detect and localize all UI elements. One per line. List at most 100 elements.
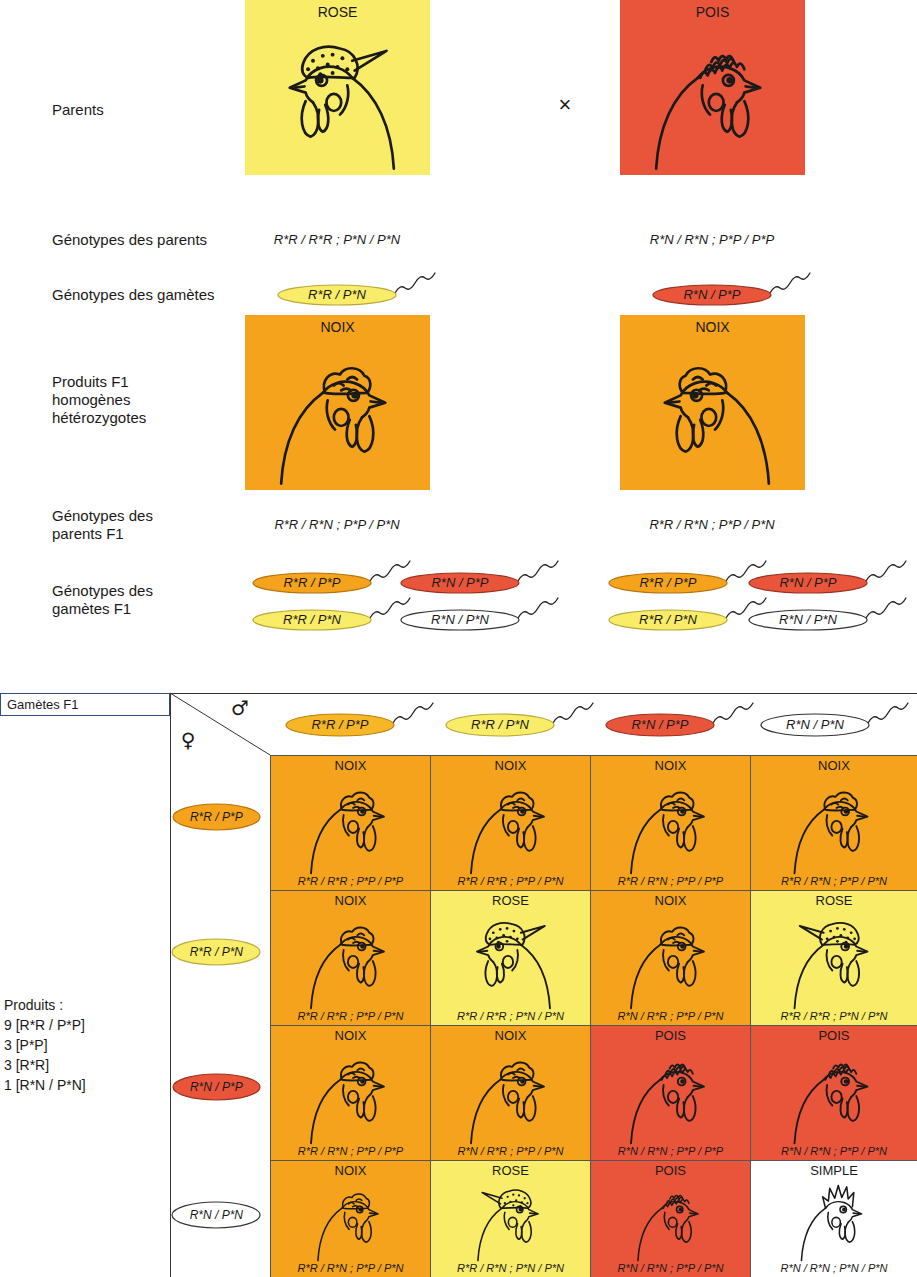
gamete-tail <box>868 703 908 723</box>
gamete-tail <box>553 703 593 723</box>
genotype-text: R*R / R*N ; P*P / P*N <box>298 1262 404 1275</box>
row-label: Génotypes des gamètes <box>52 286 215 304</box>
comb-noix <box>665 368 769 483</box>
comb-noix <box>311 792 384 873</box>
gamete-ellipse: R*N / P*N <box>400 609 520 631</box>
genotype-text: R*R / R*R ; P*P / P*N <box>458 875 564 888</box>
rooster-head <box>665 368 769 483</box>
rooster-head-drawing <box>271 772 430 875</box>
phenotype-name: POIS <box>696 4 729 21</box>
f1-box: NOIX <box>620 315 805 490</box>
gamete-ellipse: R*N / P*P <box>605 713 715 737</box>
comb-simple <box>801 1186 861 1261</box>
genotype-text: R*R / R*R ; P*P / P*N <box>298 1010 404 1023</box>
gamete-tail <box>370 598 410 618</box>
rooster-head-drawing <box>751 1042 917 1145</box>
gamete-shape <box>172 939 260 965</box>
rooster-head-drawing <box>431 1177 590 1262</box>
gamete-shape <box>609 573 727 593</box>
rooster-head-drawing <box>431 772 590 875</box>
phenotype-name: NOIX <box>320 319 354 336</box>
table-cell: POIS R*N / R*N ; P*P / P*P <box>590 1025 751 1161</box>
gamete-ellipse: R*N / P*P <box>748 572 868 594</box>
gamete-ellipse: R*R / P*N <box>277 284 397 306</box>
comb-pois <box>638 1196 698 1261</box>
rooster-head <box>638 1196 698 1261</box>
comb-rose <box>478 1190 538 1260</box>
phenotype-name: NOIX <box>335 758 367 774</box>
rooster-head-drawing <box>271 907 430 1010</box>
rooster-head-drawing <box>751 1177 917 1262</box>
table-left-line <box>170 693 171 1277</box>
gamete-ellipse: R*N / P*P <box>652 284 772 306</box>
f1-box: NOIX <box>245 315 430 490</box>
comb-rose <box>290 47 394 169</box>
table-cell: NOIXR*R / R*R ; P*P / P*P <box>270 755 431 891</box>
phenotype-name: POIS <box>818 1028 849 1044</box>
rooster-head <box>795 792 868 873</box>
gamete-shape <box>609 610 727 630</box>
genotype-text: R*R / R*N ; P*N / P*N <box>457 1262 564 1275</box>
gamete-genotype: R*N / P*P <box>431 575 488 591</box>
rooster-head-drawing <box>271 1042 430 1145</box>
table-cell: NOIXR*R / R*N ; P*P / P*N <box>270 1160 431 1277</box>
rooster-head-drawing <box>245 339 430 486</box>
phenotype-name: SIMPLE <box>810 1163 858 1179</box>
comb-noix <box>471 792 544 873</box>
genotype-text: R*R / R*N ; P*P / P*N <box>649 517 774 533</box>
gamete-tail <box>395 273 435 293</box>
gamete-ellipse: R*N / P*N <box>760 713 870 737</box>
table-cell: POISR*N / R*N ; P*P / P*N <box>590 1160 751 1277</box>
phenotype-name: POIS <box>655 1028 686 1044</box>
rooster-head-drawing <box>271 1177 430 1262</box>
gamete-ellipse: R*N / P*N <box>171 1201 261 1229</box>
gamete-shape <box>172 1202 260 1228</box>
phenotype-name: NOIX <box>695 319 729 336</box>
comb-pois <box>656 56 760 168</box>
gamete-tail <box>370 561 410 581</box>
rooster-head <box>478 1190 538 1260</box>
cross-sign: × <box>559 92 572 118</box>
phenotype-name: POIS <box>655 1163 686 1179</box>
genotype-text: R*N / R*N ; P*P / P*N <box>781 1145 887 1158</box>
rooster-head <box>471 1062 544 1143</box>
table-cell: NOIXR*R / R*N ; P*P / P*N <box>750 755 917 891</box>
genotype-text: R*N / R*R ; P*P / P*N <box>618 1010 724 1023</box>
gamete-tail <box>518 561 558 581</box>
gamete-ellipse: R*N / P*P <box>172 1073 261 1101</box>
row-label: Génotypes des parents <box>52 231 207 249</box>
female-symbol: ♀ <box>181 728 196 752</box>
gamete-tails <box>370 273 908 723</box>
comb-pois <box>795 1065 868 1144</box>
gamete-ellipse: R*N / P*P <box>400 572 520 594</box>
comb-rose <box>795 923 868 1008</box>
phenotype-name: NOIX <box>655 893 687 909</box>
rooster-head <box>795 1065 868 1144</box>
comb-pois <box>631 1065 704 1144</box>
rooster-head-drawing <box>591 907 750 1010</box>
gamete-genotype: R*N / P*P <box>779 575 836 591</box>
result-ratio: 3 [P*P] <box>4 1037 48 1054</box>
rooster-head <box>795 923 868 1008</box>
rooster-head <box>801 1186 861 1261</box>
gamete-tail <box>393 703 433 723</box>
gamete-genotype: R*N / P*P <box>631 717 688 733</box>
gamete-genotype: R*N / P*N <box>190 1208 243 1222</box>
rooster-head-drawing <box>591 772 750 875</box>
rooster-head-drawing <box>751 772 917 875</box>
rooster-head <box>477 923 550 1008</box>
gamete-shape <box>253 610 371 630</box>
rooster-head <box>656 56 760 168</box>
gamete-genotype: R*N / P*P <box>190 1080 243 1094</box>
comb-noix <box>311 927 384 1008</box>
gamete-ellipse: R*R / P*N <box>171 938 261 966</box>
result-ratio: 1 [R*N / P*N] <box>4 1077 86 1094</box>
gamete-genotype: R*R / P*P <box>639 575 696 591</box>
genotype-text: R*N / R*R ; P*P / P*N <box>458 1145 564 1158</box>
gamete-tail <box>770 273 810 293</box>
gamete-tail <box>866 561 906 581</box>
genotype-text: R*R / R*N ; P*P / P*N <box>781 875 887 888</box>
result-ratio: 3 [R*R] <box>4 1057 49 1074</box>
genotype-text: R*N / R*N ; P*P / P*P <box>618 1145 723 1158</box>
rooster-head <box>311 927 384 1008</box>
